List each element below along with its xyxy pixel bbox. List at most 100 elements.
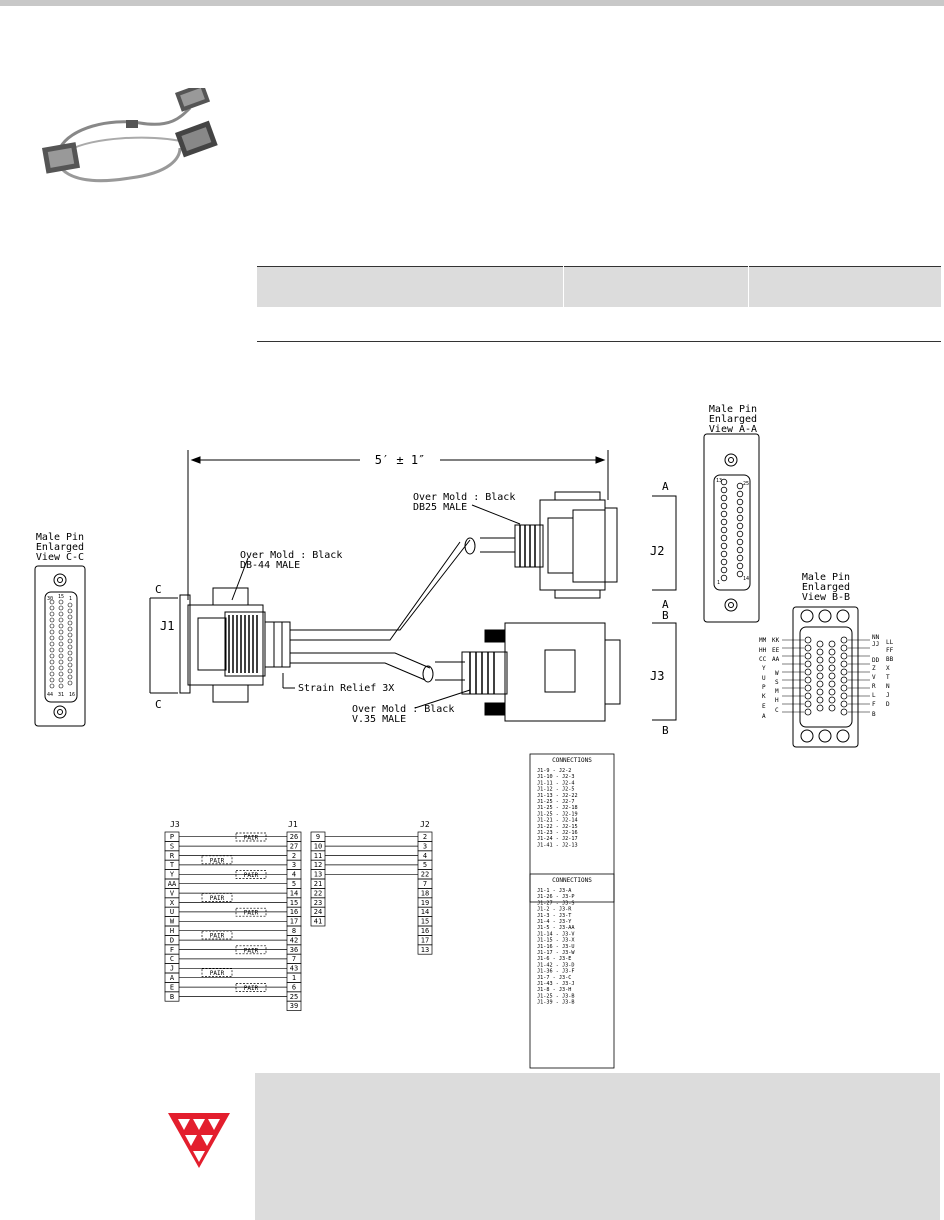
connection-row: J1-10 - J2-3 bbox=[537, 774, 574, 780]
polycom-logo-icon bbox=[168, 1113, 230, 1168]
j1-pin: 36 bbox=[290, 946, 298, 954]
bb-pin-label: U bbox=[762, 675, 766, 682]
connection-row: J1-25 - J2-18 bbox=[537, 805, 578, 811]
bb-pin-label: B bbox=[872, 711, 876, 718]
mark-c-bottom: C bbox=[155, 698, 162, 711]
connection-row: J1-3 - J3-T bbox=[537, 913, 571, 919]
connection-row: J1-41 - J2-13 bbox=[537, 842, 578, 848]
j3-pin: P bbox=[170, 833, 174, 841]
bb-pin-label: F bbox=[872, 701, 876, 708]
j3-pin: U bbox=[170, 908, 174, 916]
callout-j1-line1: Over Mold : Black bbox=[240, 550, 342, 561]
j2-pin: 18 bbox=[421, 889, 429, 897]
cable-drawing: 5′ ± 1″ J 1 J2 J 3 C C A A B B Over Mold :… bbox=[34, 404, 894, 1069]
connections-title: CONNECTIONS bbox=[552, 877, 592, 884]
connection-row: J1-23 - J2-16 bbox=[537, 830, 578, 836]
callout-j3-line1: Over Mold : Black bbox=[352, 704, 454, 715]
bb-pin-label: M bbox=[775, 688, 779, 695]
pair-label: PAIR bbox=[210, 895, 225, 902]
j2-pin-cell bbox=[417, 944, 433, 955]
j3-pin: R bbox=[170, 852, 175, 860]
j1-pin: 21 bbox=[314, 880, 322, 888]
j3-pin: S bbox=[170, 842, 174, 850]
bb-pin-label: E bbox=[762, 703, 766, 710]
j1-pin: 39 bbox=[290, 1002, 298, 1010]
pair-label: PAIR bbox=[244, 985, 259, 992]
cc-pin-label: 30 bbox=[47, 596, 53, 602]
pair-label: PAIR bbox=[210, 970, 225, 977]
connection-row: J1-9 - J2-2 bbox=[537, 768, 571, 774]
j1-pin: 3 bbox=[292, 861, 296, 869]
bb-pin-label: X bbox=[886, 665, 890, 672]
connections-table-j3: CONNECTIONS J1-1 - J3-AJ1-26 - J3-PJ1-27… bbox=[529, 873, 615, 1069]
j1-pin: 4 bbox=[292, 871, 296, 879]
bb-pin-label: H bbox=[775, 697, 779, 704]
j2-pin: 5 bbox=[423, 861, 427, 869]
aa-pin-label: 25 bbox=[743, 481, 749, 487]
cc-pin-label: 1 bbox=[69, 596, 72, 602]
view-aa-line1: Male Pin bbox=[709, 404, 757, 415]
mark-b-bottom: B bbox=[662, 724, 669, 737]
aa-pin-label: 13 bbox=[716, 478, 722, 484]
pair-box bbox=[235, 832, 267, 842]
j2-pin: 14 bbox=[421, 908, 429, 916]
view-aa-line2: Enlarged bbox=[709, 414, 757, 425]
connection-row: J1-6 - J3-E bbox=[537, 956, 571, 962]
bb-pin-label: J bbox=[886, 692, 890, 699]
j3-pin: A bbox=[170, 974, 175, 982]
bb-pin-label: S bbox=[775, 679, 779, 686]
aa-pin-label: 14 bbox=[743, 576, 749, 582]
bb-pin-label: Z bbox=[872, 665, 876, 672]
j1-pin: 41 bbox=[314, 918, 322, 926]
connection-row: J1-27 - J3-S bbox=[537, 900, 574, 906]
view-bb-line3: View B-B bbox=[802, 592, 850, 603]
j1-pin: 11 bbox=[314, 852, 322, 860]
spec-table bbox=[257, 266, 941, 342]
j2-pin: 13 bbox=[421, 946, 429, 954]
bb-pin-label: AA bbox=[772, 656, 780, 663]
cc-pin-label: 44 bbox=[47, 692, 53, 698]
bb-pin-label: C bbox=[775, 707, 779, 714]
j1-pin: 22 bbox=[314, 889, 322, 897]
view-aa-line3: View A-A bbox=[709, 424, 757, 435]
j1-pin: 8 bbox=[292, 927, 296, 935]
j2-pin: 7 bbox=[423, 880, 427, 888]
j1-pin: 26 bbox=[290, 833, 298, 841]
mark-c-top: C bbox=[155, 583, 162, 596]
j1-pin: 42 bbox=[290, 936, 298, 944]
pair-label: PAIR bbox=[210, 857, 225, 864]
pair-label: PAIR bbox=[244, 872, 259, 879]
connection-row: J1-16 - J3-U bbox=[537, 944, 574, 950]
pair-box bbox=[201, 930, 233, 940]
j1-pin: 12 bbox=[314, 861, 322, 869]
strain-relief-label: Strain Relief 3X bbox=[298, 683, 394, 694]
j3-pin: AA bbox=[168, 880, 177, 888]
view-cc-line3: View C-C bbox=[36, 552, 84, 563]
j2-pin: 19 bbox=[421, 899, 429, 907]
j3-pin: J bbox=[170, 965, 174, 973]
pair-box bbox=[201, 968, 233, 977]
connection-row: J1-5 - J3-AA bbox=[537, 925, 575, 931]
callout-j2-line2: DB25 MALE bbox=[413, 502, 467, 513]
connections-title: CONNECTIONS bbox=[552, 757, 592, 764]
j1-pin: 6 bbox=[292, 983, 296, 991]
j3-pin: D bbox=[170, 936, 174, 944]
bb-pin-label: Y bbox=[762, 665, 766, 672]
bb-pin-label: DD bbox=[872, 657, 880, 664]
mark-a-bottom: A bbox=[662, 598, 669, 611]
note-box bbox=[255, 1073, 940, 1220]
connection-row: J1-2 - J3-R bbox=[537, 907, 572, 913]
length-dimension: 5′ ± 1″ bbox=[375, 453, 426, 467]
connection-row: J1-13 - J2-22 bbox=[537, 793, 578, 799]
pair-box bbox=[201, 855, 233, 865]
j3-pin: W bbox=[170, 918, 175, 926]
j1-pin-cell bbox=[310, 916, 326, 927]
mark-a-top: A bbox=[662, 480, 669, 493]
j3-pin: E bbox=[170, 983, 174, 991]
j2-pin: 3 bbox=[423, 842, 427, 850]
bb-pin-label: K bbox=[762, 693, 766, 700]
j2-label: J2 bbox=[650, 544, 664, 558]
j2-pin: 4 bbox=[423, 852, 427, 860]
j1-pin: 27 bbox=[290, 842, 298, 850]
j1-pin: 15 bbox=[290, 899, 298, 907]
